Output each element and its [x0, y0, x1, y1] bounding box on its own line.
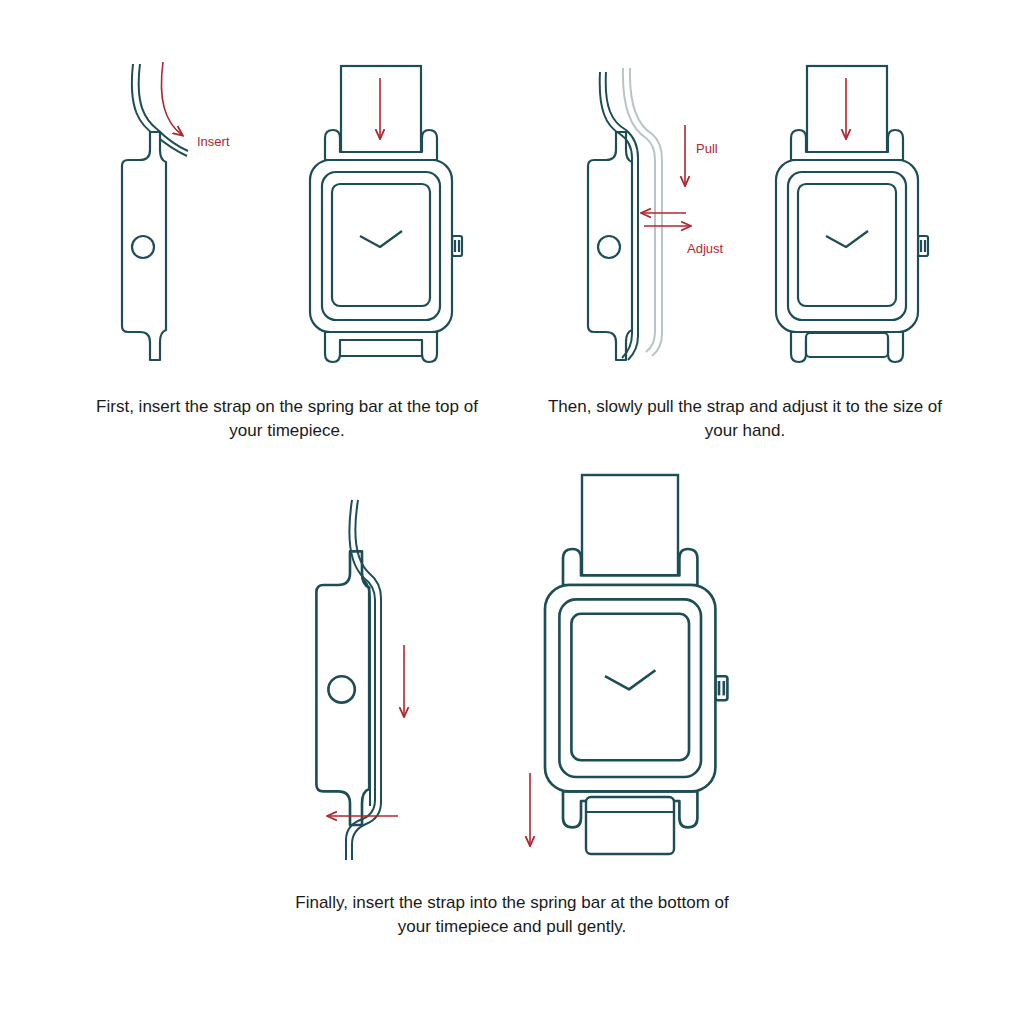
- watch-side-1: [122, 132, 166, 360]
- down-arrow-2: [845, 78, 847, 138]
- step-caption: First, insert the strap on the spring ba…: [82, 395, 492, 443]
- strap-top-3: [582, 475, 678, 585]
- strap-side-3: [346, 500, 381, 860]
- insert-arrow: [161, 62, 182, 135]
- strap-bottom-2: [806, 333, 888, 357]
- watch-front-2: [776, 130, 928, 362]
- watch-side-3: [316, 551, 369, 825]
- watch-front-1: [310, 130, 462, 362]
- strap-fold-3: [586, 811, 674, 813]
- pull-arrow: [684, 125, 686, 185]
- strap-top-1: [341, 66, 421, 156]
- watch-side-2: [588, 132, 632, 360]
- down-arrow-3b: [529, 773, 531, 845]
- strap-top-2: [807, 66, 887, 156]
- strap-side-2: [600, 72, 638, 360]
- strap-bottom-3: [586, 797, 674, 854]
- down-arrow-1: [379, 78, 381, 138]
- step-caption: Then, slowly pull the strap and adjust i…: [545, 395, 945, 443]
- watch-front-3: [545, 549, 727, 827]
- left-arrow-3: [328, 815, 398, 817]
- arrow-label: Adjust: [687, 240, 747, 258]
- adjust-arrow-left: [642, 212, 686, 214]
- step-caption: Finally, insert the strap into the sprin…: [287, 891, 737, 939]
- down-arrow-3a: [403, 645, 405, 716]
- arrow-label: Insert: [197, 133, 257, 151]
- adjust-arrow-right: [644, 225, 690, 227]
- arrow-label: Pull: [696, 140, 746, 158]
- spring-bar-1: [340, 355, 422, 357]
